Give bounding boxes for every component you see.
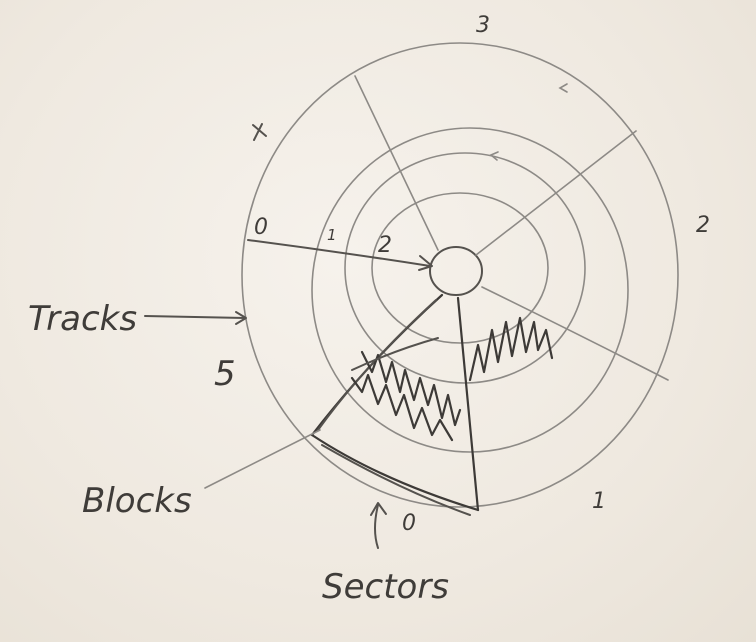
- track-number-1: 1: [327, 226, 337, 244]
- track-number-labels: 1 2: [327, 226, 392, 258]
- sector-dividers: [247, 75, 669, 381]
- hatch-scribble-3: [468, 316, 554, 382]
- bottom-sector-number: 0: [402, 511, 416, 536]
- hatch-scribble-1: [360, 350, 462, 427]
- sector-wedge: [310, 293, 480, 516]
- arrow-head-inner: [418, 255, 433, 271]
- wedge-outer-arc: [310, 433, 480, 512]
- rotation-tick-1: [558, 83, 568, 93]
- disk-platter: [241, 42, 679, 508]
- sector-number-0: 0: [254, 215, 268, 240]
- sectors-label: Sectors: [322, 567, 449, 607]
- track-ring-3: [311, 127, 629, 453]
- track-ring-outer: [241, 42, 679, 508]
- sector-line-upper-right: [475, 130, 637, 256]
- wedge-outer-arc-2: [321, 444, 471, 516]
- wedge-left-edge-2: [317, 299, 437, 431]
- wedge-left-edge: [310, 293, 444, 437]
- hatch-border-top: [351, 337, 439, 371]
- blocks-pointer-line: [204, 429, 321, 489]
- sector-line-lower-right: [481, 286, 669, 381]
- sector-number-1: 1: [592, 489, 606, 514]
- sectors-arrow-line: [374, 504, 379, 549]
- track-number-2: 2: [378, 233, 392, 258]
- blocks-label: Blocks: [82, 481, 192, 521]
- sector-line-left: [247, 239, 431, 267]
- sector-number-3: 3: [476, 13, 490, 38]
- block-hatch-left: [350, 337, 462, 442]
- rotation-tick-2: [489, 151, 499, 161]
- hatch-scribble-2: [350, 373, 454, 442]
- spindle-hole: [429, 246, 483, 296]
- sector-line-top: [354, 75, 439, 251]
- track-ring-1: [371, 192, 549, 344]
- sector-number-labels: 0 1 2 3 5: [214, 13, 710, 514]
- sector-number-5: 5: [214, 354, 236, 394]
- tracks-arrow-line: [144, 315, 246, 319]
- sectors-arrow-head: [370, 502, 387, 516]
- tracks-arrow-head: [235, 311, 247, 325]
- wedge-right-edge: [456, 296, 480, 512]
- annotation-arrows: [144, 83, 568, 549]
- sector-number-2: 2: [696, 213, 710, 238]
- tracks-label: Tracks: [28, 299, 137, 339]
- block-hatch-right: [468, 316, 554, 382]
- rotation-mark-4: [252, 123, 267, 141]
